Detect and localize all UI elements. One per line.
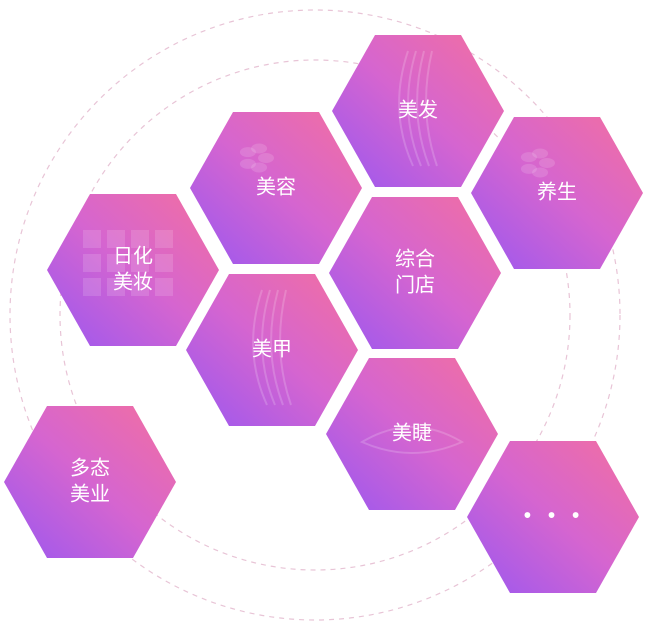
hex-label: 门店 bbox=[395, 273, 435, 297]
palette-swatch bbox=[131, 278, 149, 296]
hex-tile bbox=[47, 194, 219, 346]
petal-shape bbox=[251, 143, 268, 154]
hex-label: • • • bbox=[521, 504, 584, 528]
hex-more[interactable]: • • • bbox=[467, 441, 639, 593]
flower-photo bbox=[239, 143, 274, 173]
petal-shape bbox=[532, 167, 549, 178]
petal-shape bbox=[532, 148, 549, 159]
hex-tile bbox=[329, 197, 501, 349]
strand-line bbox=[425, 50, 438, 167]
hair-photo bbox=[398, 50, 438, 167]
makeup-palette-photo bbox=[83, 230, 173, 296]
feet-photo bbox=[520, 148, 555, 178]
palette-swatch bbox=[83, 230, 101, 248]
hex-label: 美睫 bbox=[392, 421, 432, 445]
palette-swatch bbox=[131, 254, 149, 272]
strand-line bbox=[416, 50, 430, 167]
dashed-orbit-rings bbox=[9, 9, 621, 621]
palette-swatch bbox=[83, 278, 101, 296]
palette-swatch bbox=[155, 230, 173, 248]
palette-swatch bbox=[155, 254, 173, 272]
strand-line bbox=[261, 289, 276, 406]
petal-shape bbox=[258, 153, 274, 163]
hex-nail[interactable]: 美甲 bbox=[186, 274, 358, 426]
hex-lash[interactable]: 美睫 bbox=[326, 358, 498, 510]
hex-tile bbox=[467, 441, 639, 593]
category-hexagons: 美发美容养生日化美妆综合门店美甲美睫多态美业• • • bbox=[4, 35, 643, 593]
hex-tile bbox=[332, 35, 504, 187]
hex-label: 养生 bbox=[537, 180, 577, 204]
inner-orbit-ring bbox=[59, 59, 571, 571]
outer-orbit-ring bbox=[9, 9, 621, 621]
hex-tile bbox=[471, 117, 643, 269]
hex-label: 美甲 bbox=[252, 337, 292, 361]
strand-line bbox=[270, 289, 284, 406]
petal-shape bbox=[239, 158, 256, 169]
hex-tile bbox=[4, 406, 176, 558]
hex-label: 多态 bbox=[70, 456, 110, 480]
palette-swatch bbox=[83, 254, 101, 272]
petal-shape bbox=[539, 158, 555, 168]
petal-shape bbox=[520, 152, 537, 163]
hex-hair[interactable]: 美发 bbox=[332, 35, 504, 187]
hex-care[interactable]: 养生 bbox=[471, 117, 643, 269]
petal-shape bbox=[520, 163, 537, 174]
strand-line bbox=[398, 50, 414, 167]
eye-outline bbox=[359, 426, 465, 454]
hex-tile bbox=[326, 358, 498, 510]
strand-line bbox=[279, 289, 292, 406]
hex-label: 美发 bbox=[398, 98, 438, 122]
hex-label: 美业 bbox=[70, 482, 110, 506]
petal-shape bbox=[251, 162, 268, 173]
hex-label: 美容 bbox=[256, 175, 296, 199]
strand-line bbox=[252, 289, 268, 406]
palette-swatch bbox=[107, 254, 125, 272]
palette-swatch bbox=[107, 278, 125, 296]
strand-line bbox=[407, 50, 422, 167]
eye-photo bbox=[359, 426, 465, 454]
hex-label: 综合 bbox=[395, 247, 435, 271]
hex-label: 美妆 bbox=[113, 270, 153, 294]
palette-swatch bbox=[107, 230, 125, 248]
hex-tile bbox=[186, 274, 358, 426]
palette-swatch bbox=[155, 278, 173, 296]
hand-photo bbox=[252, 289, 292, 406]
hex-label: 日化 bbox=[113, 244, 153, 268]
palette-swatch bbox=[131, 230, 149, 248]
hex-beauty[interactable]: 美容 bbox=[190, 112, 362, 264]
hex-tile bbox=[190, 112, 362, 264]
petal-shape bbox=[239, 147, 256, 158]
